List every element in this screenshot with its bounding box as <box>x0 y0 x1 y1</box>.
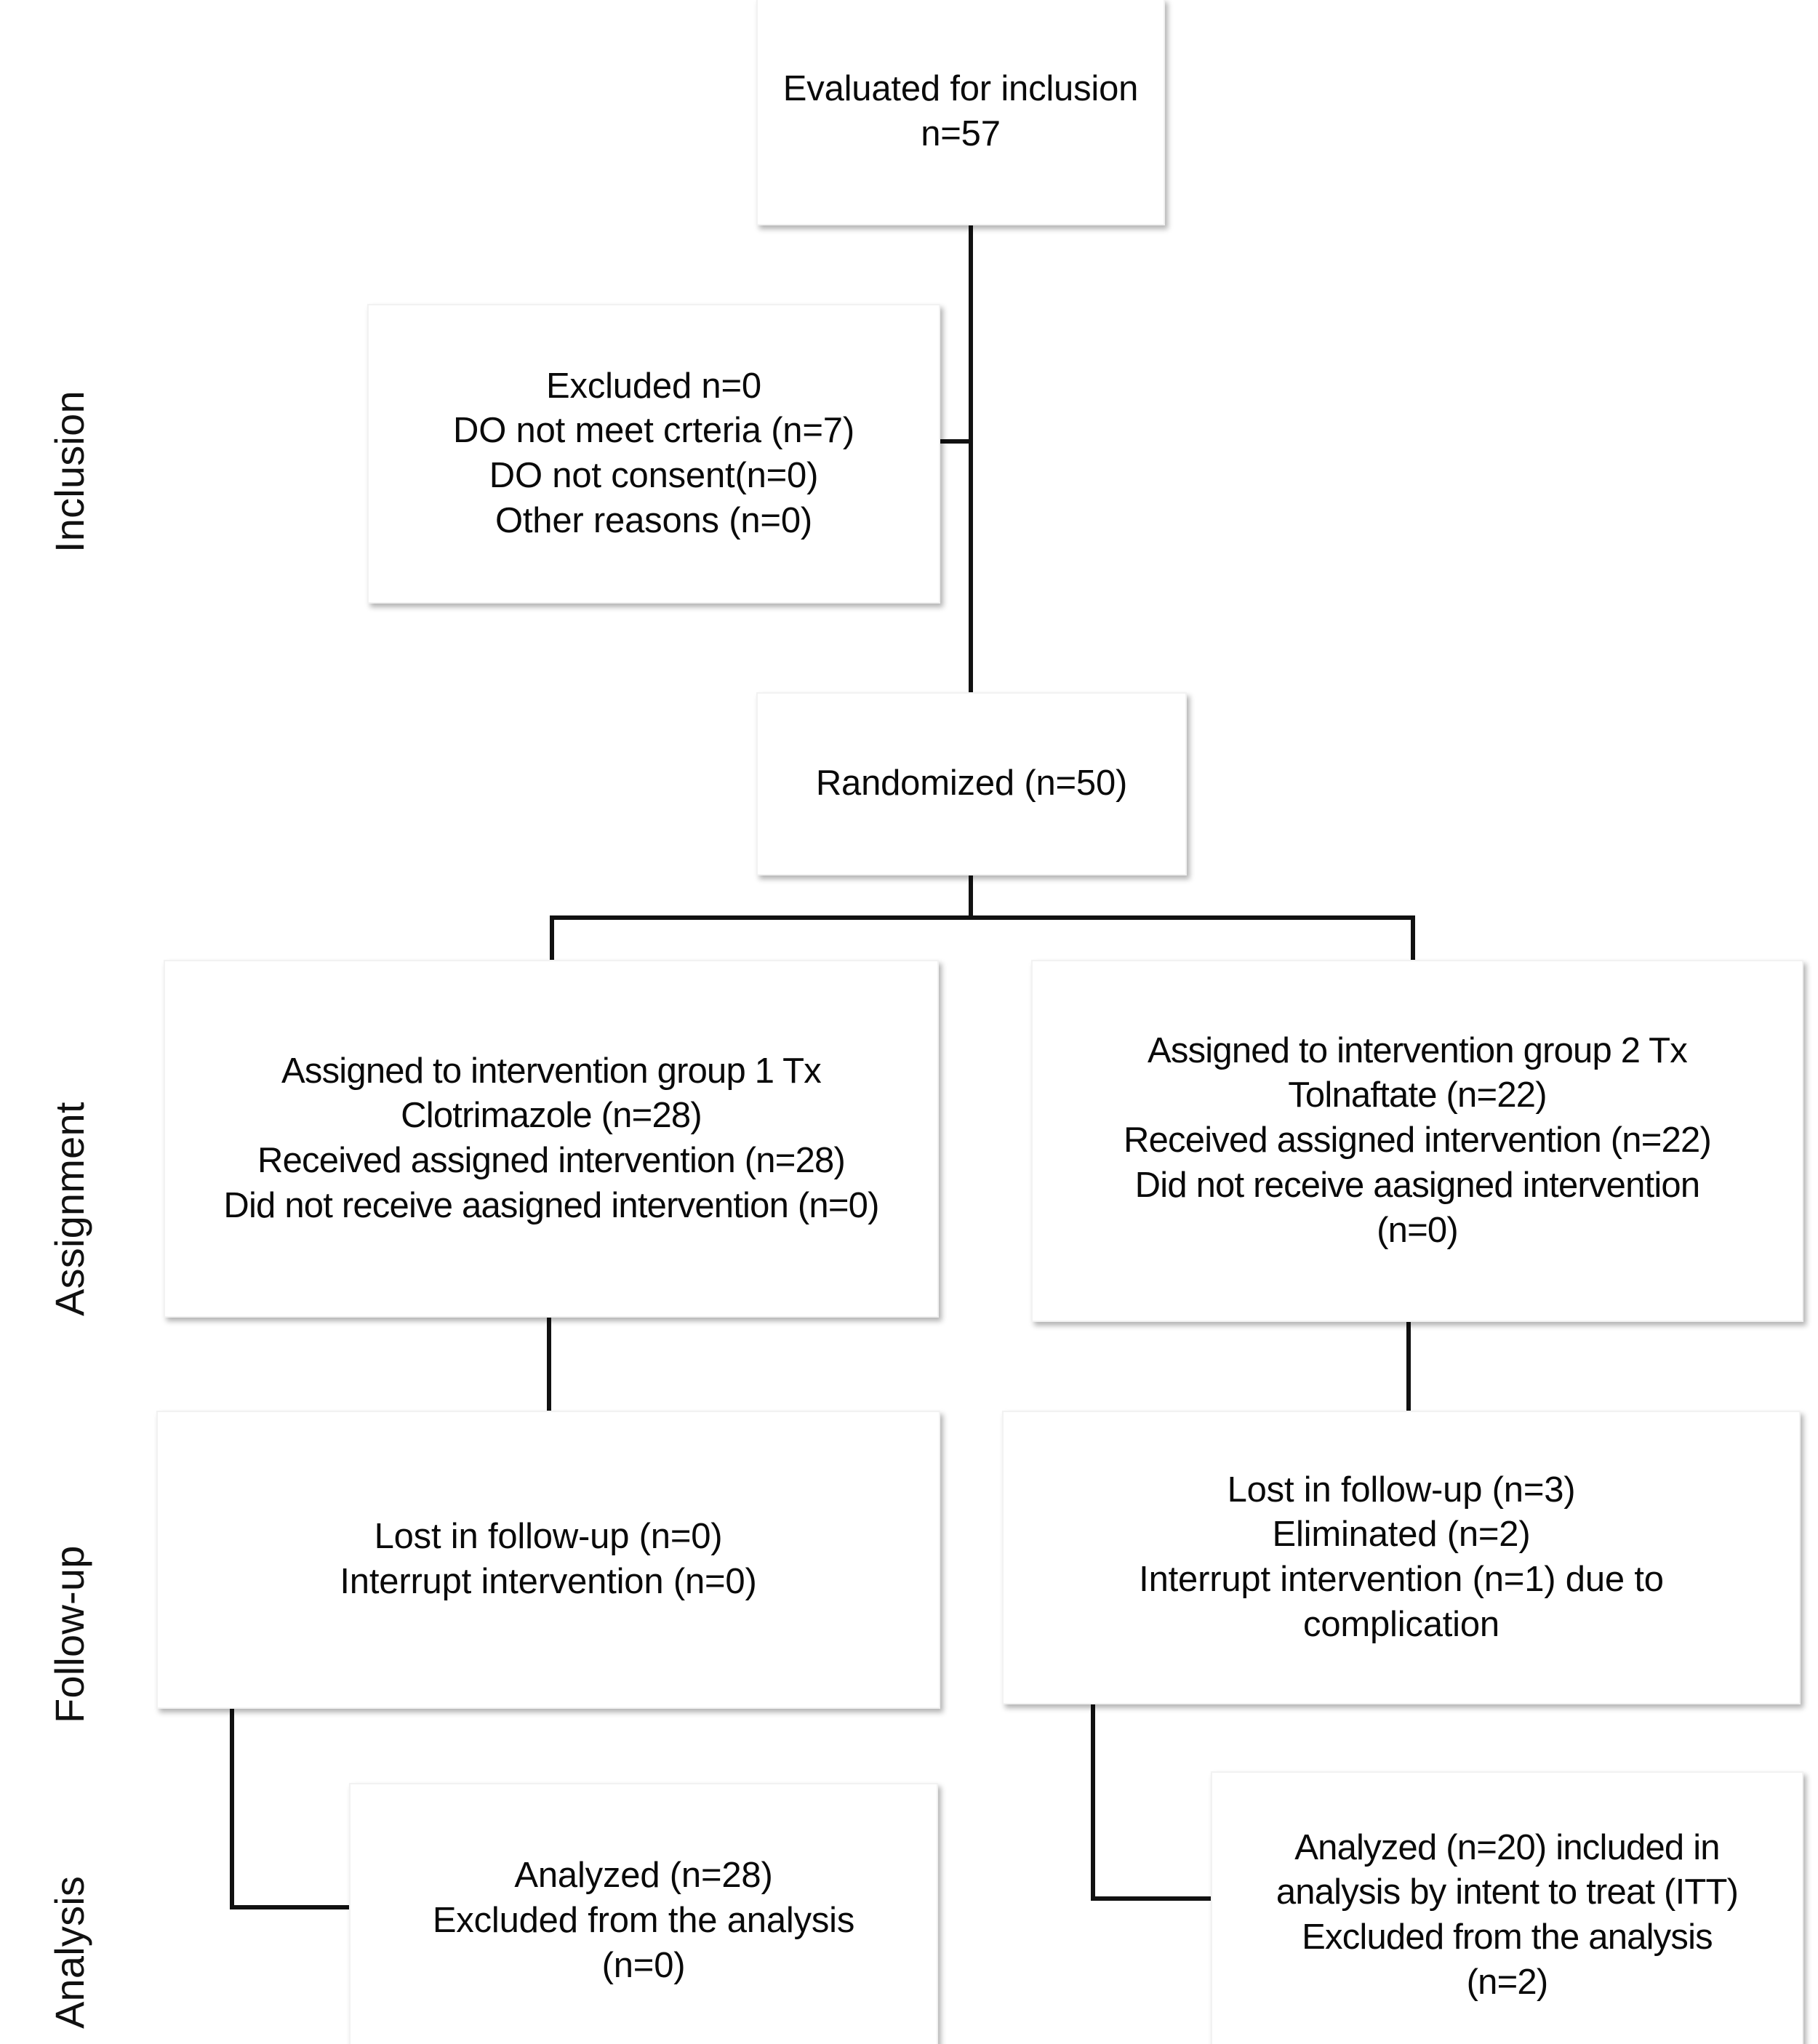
connector-assignment-right-to-followup-right <box>1406 1322 1411 1412</box>
node-assigned-group-2-text: Assigned to intervention group 2 Tx Toln… <box>1124 1030 1712 1250</box>
node-randomized-text: Randomized (n=50) <box>815 764 1128 803</box>
connector-branch-to-excluded <box>935 439 970 444</box>
connector-followup-left-to-analysis-left-horizontal <box>230 1905 351 1909</box>
node-evaluated-for-inclusion-text: Evaluated for inclusion n=57 <box>782 69 1139 153</box>
connector-assignment-left-to-followup-left <box>547 1318 551 1412</box>
connector-followup-right-to-analysis-right-vertical <box>1091 1702 1095 1901</box>
node-assigned-group-1-text: Assigned to intervention group 1 Tx Clot… <box>223 1051 879 1225</box>
node-evaluated-for-inclusion: Evaluated for inclusion n=57 <box>756 0 1165 225</box>
node-analysis-group-2-text: Analyzed (n=20) included in analysis by … <box>1276 1827 1739 2002</box>
node-followup-group-2-text: Lost in follow-up (n=3) Eliminated (n=2)… <box>1139 1470 1664 1644</box>
node-randomized: Randomized (n=50) <box>756 692 1187 875</box>
connector-split-right-drop <box>1411 915 1415 961</box>
node-followup-group-1-text: Lost in follow-up (n=0) Interrupt interv… <box>340 1517 757 1601</box>
node-excluded-text: Excluded n=0 DO not meet crteria (n=7) D… <box>453 366 854 540</box>
stage-label-follow-up: Follow-up <box>47 1545 92 1723</box>
stage-label-inclusion: Inclusion <box>47 390 92 553</box>
connector-randomized-stem <box>969 875 973 919</box>
node-analysis-group-1: Analyzed (n=28) Excluded from the analys… <box>349 1783 938 2044</box>
connector-evaluated-to-randomized <box>969 224 973 697</box>
connector-followup-right-to-analysis-right-horizontal <box>1091 1896 1214 1901</box>
node-followup-group-1: Lost in follow-up (n=0) Interrupt interv… <box>156 1411 940 1709</box>
connector-followup-left-to-analysis-left-vertical <box>230 1707 234 1909</box>
node-analysis-group-1-text: Analyzed (n=28) Excluded from the analys… <box>432 1856 855 1985</box>
node-followup-group-2: Lost in follow-up (n=3) Eliminated (n=2)… <box>1002 1411 1801 1704</box>
stage-label-analysis: Analysis <box>47 1875 92 2029</box>
connector-randomized-split-bar <box>550 915 1415 920</box>
node-analysis-group-2: Analyzed (n=20) included in analysis by … <box>1211 1771 1803 2044</box>
stage-label-assignment: Assignment <box>47 1102 92 1316</box>
connector-split-left-drop <box>550 915 554 961</box>
node-assigned-group-1: Assigned to intervention group 1 Tx Clot… <box>164 960 939 1318</box>
node-assigned-group-2: Assigned to intervention group 2 Tx Toln… <box>1031 960 1803 1322</box>
node-excluded: Excluded n=0 DO not meet crteria (n=7) D… <box>367 304 940 604</box>
